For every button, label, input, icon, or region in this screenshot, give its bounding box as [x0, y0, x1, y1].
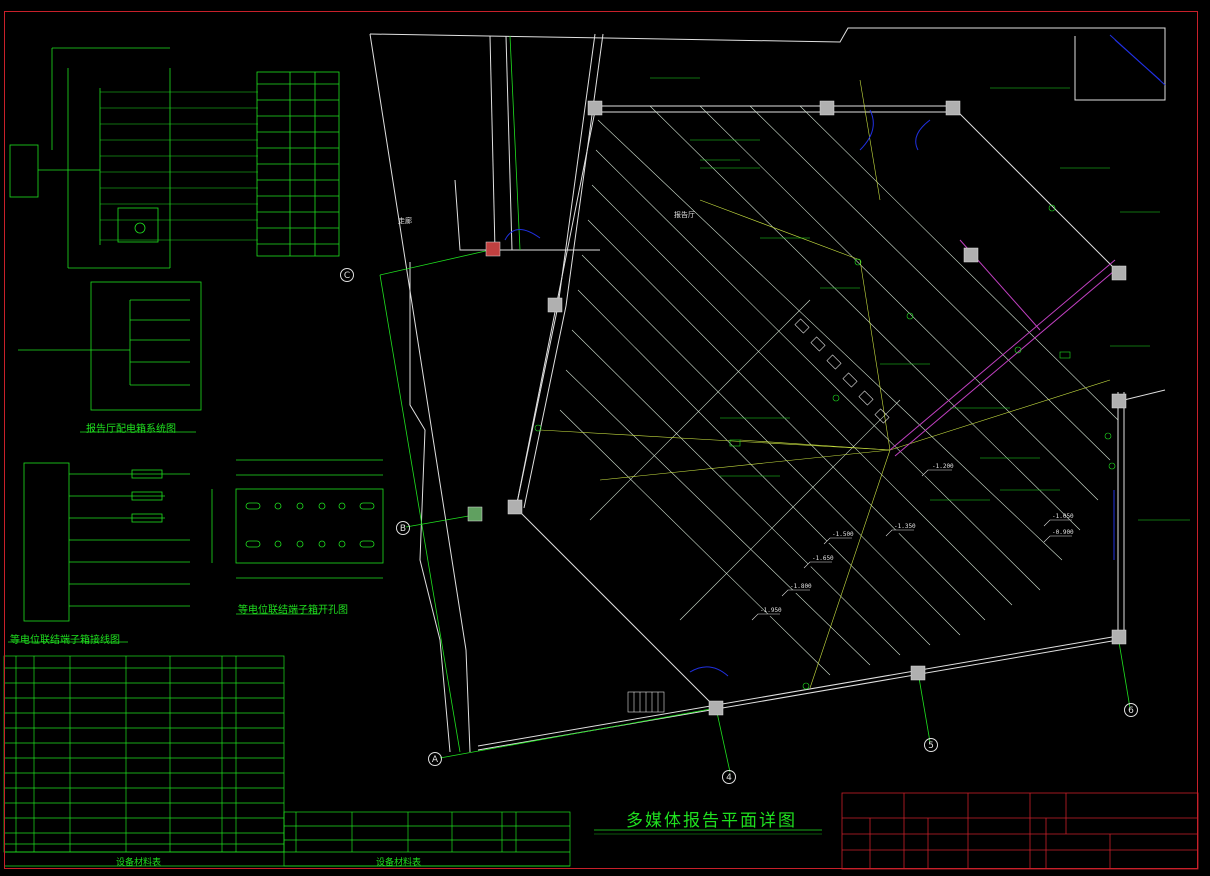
elevation-label: -1.350: [894, 523, 916, 530]
system-diagram: [9, 47, 340, 269]
elevation-label: -1.950: [760, 607, 782, 614]
axis-lines: [379, 35, 1131, 773]
material-table-caption: 设备材料表: [376, 858, 422, 868]
bonding-box-opening: [211, 459, 384, 615]
elevation-label: -1.650: [812, 555, 834, 562]
walls: [369, 27, 1166, 753]
leader-lines: [539, 79, 1111, 689]
columns: [467, 100, 1127, 716]
axis-marker-a: A: [428, 752, 442, 766]
devices: [534, 204, 1116, 690]
elevation-marks: [751, 469, 1072, 621]
bonding-system-diagram: [8, 462, 190, 643]
axis-marker-5: 5: [924, 738, 938, 752]
elevation-label: -1.500: [832, 531, 854, 538]
bonding-box-caption: 等电位联结端子箱开孔图: [238, 605, 348, 616]
sub-panel-diagram: [18, 281, 202, 433]
axis-marker-4: 4: [722, 770, 736, 784]
equipment-table-caption: 设备材料表: [116, 858, 162, 868]
floor-plan: [369, 27, 1166, 773]
doors: [504, 34, 1166, 677]
axis-marker-c: C: [340, 268, 354, 282]
corridor-label: 走廊: [398, 217, 412, 225]
main-title: 多媒体报告平面详图: [626, 811, 797, 831]
elevation-label: -1.200: [932, 463, 954, 470]
axis-marker-6: 6: [1124, 703, 1138, 717]
drawing-frame: [4, 11, 1198, 869]
elevation-label: -0.900: [1052, 529, 1074, 536]
equipment-table: [3, 655, 571, 867]
seating-rows: [559, 105, 1119, 676]
axis-marker-b: B: [396, 521, 410, 535]
stairs: [627, 691, 665, 713]
bonding-system-caption: 等电位联结端子箱接线图: [10, 635, 120, 646]
annotation-marks: [650, 77, 1190, 521]
title-block: [841, 792, 1199, 870]
elevation-label: -1.050: [1052, 513, 1074, 520]
fixtures: [794, 318, 890, 424]
elevation-label: -1.800: [790, 583, 812, 590]
hall-label: 报告厅: [674, 211, 695, 219]
system-diagram-caption: 报告厅配电箱系统图: [86, 424, 176, 435]
